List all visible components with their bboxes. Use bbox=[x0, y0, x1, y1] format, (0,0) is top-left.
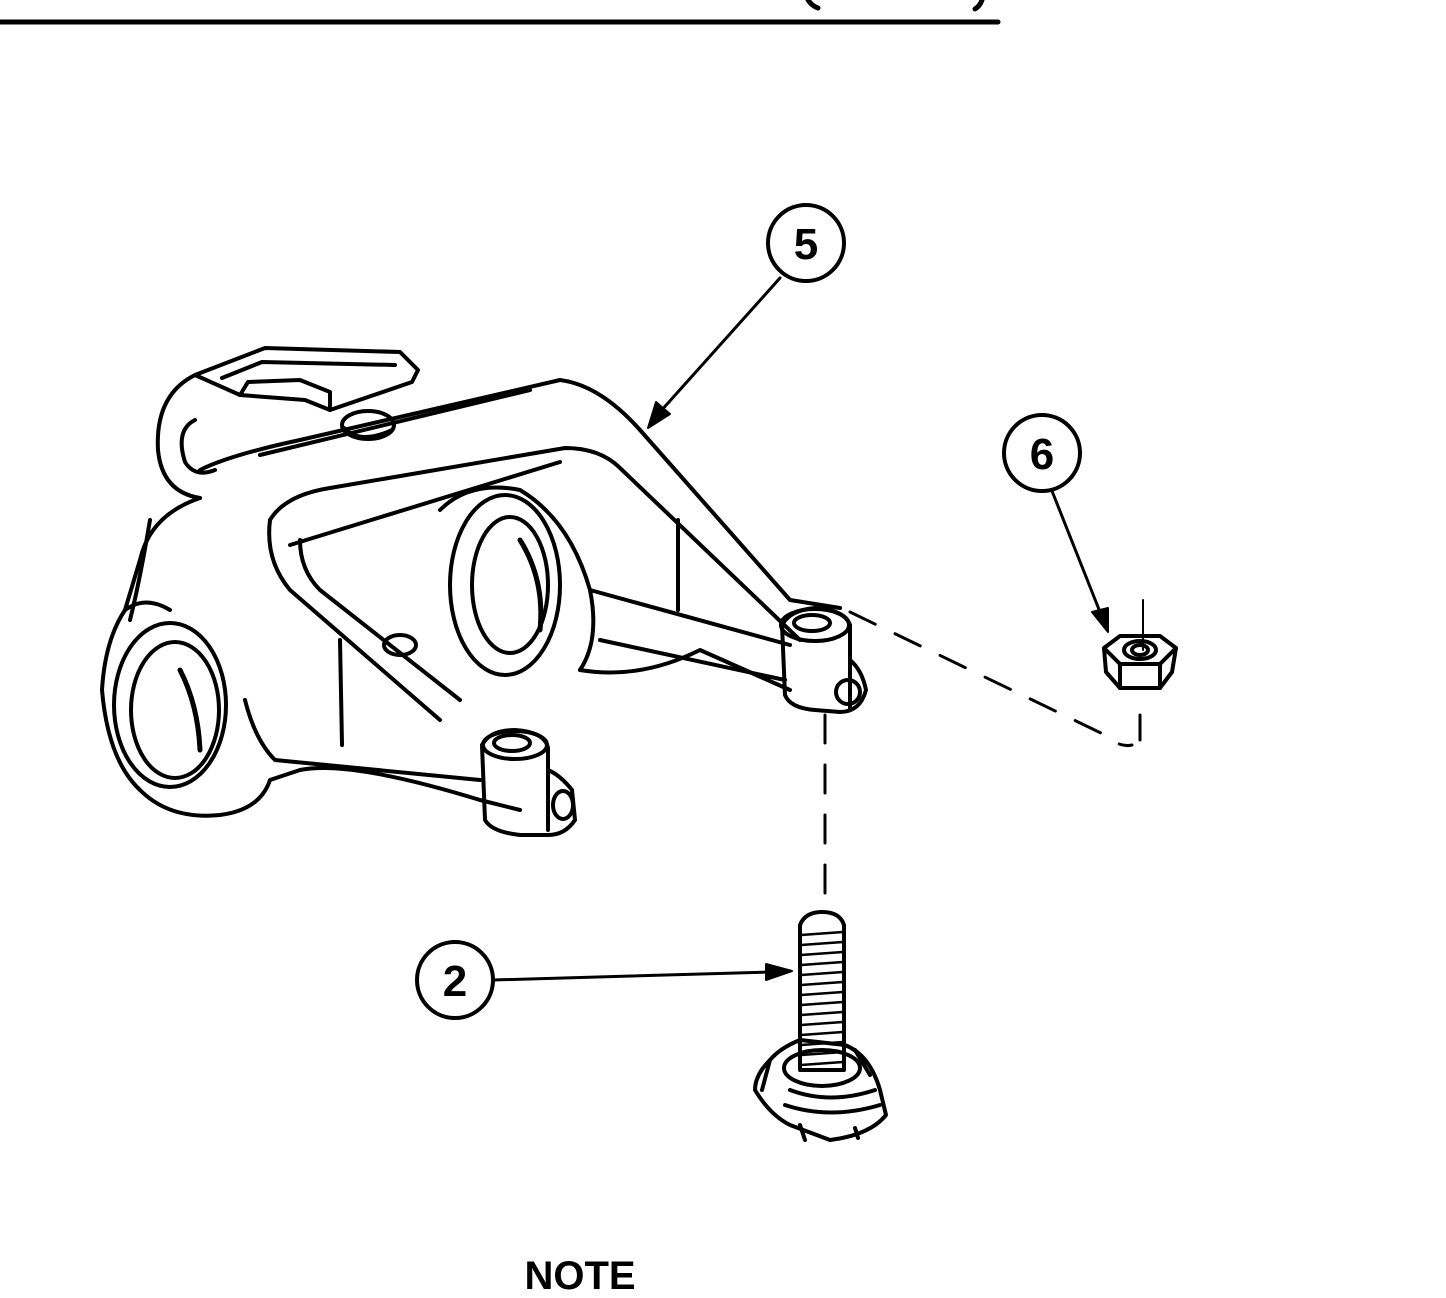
callout-6-label: 6 bbox=[1030, 430, 1054, 479]
nut bbox=[1102, 599, 1178, 690]
assembly-center-lines bbox=[823, 610, 1142, 912]
callout-5: 5 bbox=[647, 203, 846, 429]
header-rule bbox=[0, 0, 1001, 25]
rocker-arm-bracket bbox=[100, 346, 868, 837]
note-heading: NOTE bbox=[524, 1254, 636, 1298]
callout-2: 2 bbox=[415, 940, 793, 1020]
callout-5-label: 5 bbox=[794, 220, 818, 269]
adjusting-screw bbox=[753, 910, 888, 1142]
screw-threads bbox=[799, 930, 845, 1067]
callout-2-label: 2 bbox=[443, 957, 467, 1006]
callout-6: 6 bbox=[1002, 413, 1109, 633]
